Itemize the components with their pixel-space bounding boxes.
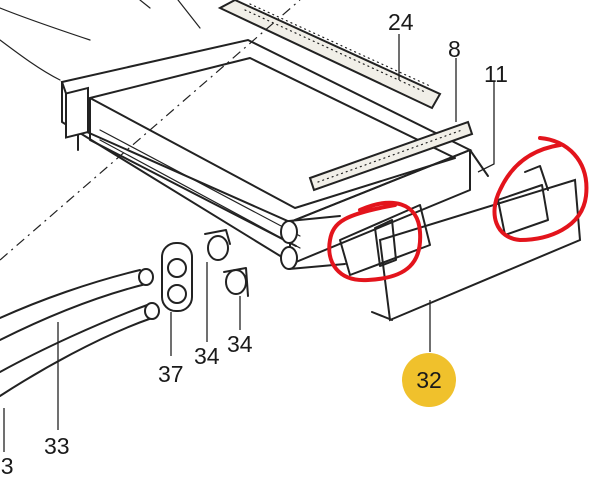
housing-outline — [0, 0, 201, 81]
pipe-stubs — [280, 215, 346, 270]
gasket-strip-24 — [217, 0, 442, 110]
badge-circle — [402, 353, 456, 407]
callout-33: 33 — [44, 433, 70, 459]
callout-11: 11 — [484, 61, 508, 87]
badge-32-label: 32 — [416, 367, 442, 393]
hose-clamps-34 — [204, 229, 249, 297]
callout-34-right: 34 — [227, 331, 253, 357]
foam-strip-8 — [308, 120, 474, 192]
callout-8: 8 — [448, 36, 461, 62]
callout-33-edge: 33 — [0, 453, 14, 479]
flange-gasket-37 — [161, 242, 193, 312]
bracket-panel-32 — [339, 165, 582, 322]
center-line-dashed — [0, 0, 301, 261]
markup-circle-right — [492, 136, 589, 243]
hoses-33 — [0, 268, 160, 397]
callout-37: 37 — [158, 361, 184, 387]
callout-34-left: 34 — [194, 343, 220, 369]
heater-core — [60, 38, 489, 263]
callout-24: 24 — [388, 9, 414, 35]
markup-circle-left — [327, 200, 423, 283]
badge-32: 32 — [402, 353, 456, 407]
markup-circles — [327, 136, 589, 283]
leader-lines — [3, 34, 495, 452]
